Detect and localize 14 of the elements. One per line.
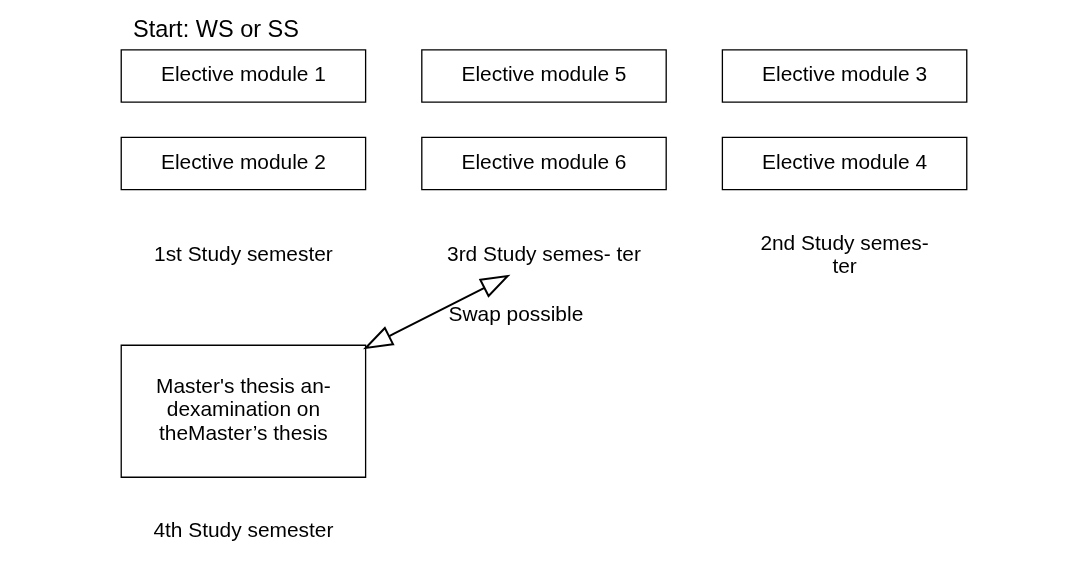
- node-box: Elective module 5: [420, 49, 667, 103]
- node-box: Master's thesis an- dexamination on theMaster’s thesis: [120, 344, 366, 478]
- arrow: [362, 274, 510, 350]
- edge-label: Swap possible: [448, 302, 583, 326]
- node-box: Elective module 2: [120, 136, 366, 191]
- node-label: 1st Study semester: [153, 242, 333, 266]
- node-box: Elective module 3: [721, 49, 967, 103]
- node-box: Elective module 1: [120, 49, 366, 103]
- node-label: 4th Study semester: [152, 518, 333, 542]
- diagram-title: Start: WS or SS: [132, 16, 299, 43]
- node-box: Elective module 6: [420, 136, 667, 191]
- node-label: 2nd Study semes- ter: [759, 230, 929, 278]
- node-text: 3rd Study semes- ter: [446, 242, 641, 266]
- node-box: Elective module 4: [721, 136, 967, 191]
